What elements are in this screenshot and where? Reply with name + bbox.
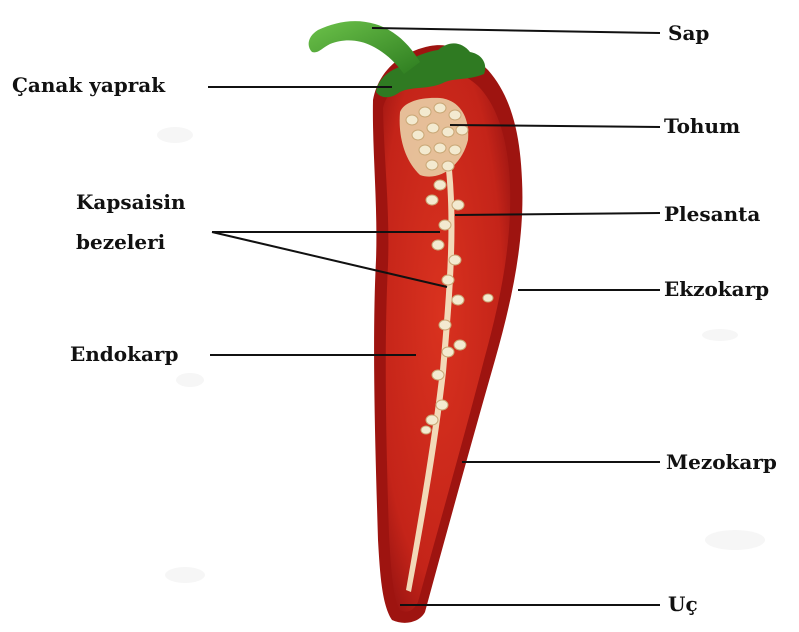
label-endokarp: Endokarp (70, 342, 178, 366)
label-kapsaisin-line2: bezeleri (76, 230, 165, 254)
label-uc: Uç (668, 592, 698, 616)
label-kapsaisin-line1: Kapsaisin (76, 190, 186, 214)
label-sap: Sap (668, 21, 709, 45)
label-canak-yaprak: Çanak yaprak (12, 73, 165, 97)
label-mezokarp: Mezokarp (666, 450, 777, 474)
label-ekzokarp: Ekzokarp (664, 277, 769, 301)
label-tohum: Tohum (664, 114, 740, 138)
label-plesanta: Plesanta (664, 202, 760, 226)
